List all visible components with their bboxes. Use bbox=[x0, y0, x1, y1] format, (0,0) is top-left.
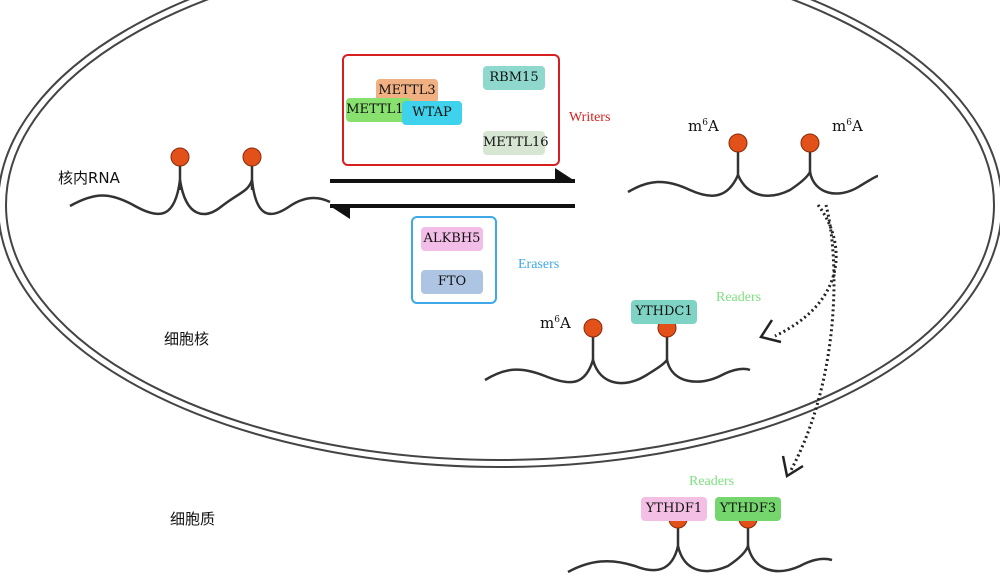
methylated-rna-dot-1 bbox=[728, 133, 748, 153]
wtap-tag: WTAP bbox=[402, 101, 462, 125]
methylated-rna-dot-2 bbox=[800, 133, 820, 153]
reader-arrow-cytoplasm bbox=[788, 204, 836, 473]
nuclear-rna-methyl-dot-1 bbox=[170, 147, 190, 167]
readers-label-cytoplasm: Readers bbox=[689, 474, 735, 489]
m6a-label-3-base: m bbox=[540, 314, 555, 332]
cell-membrane-inner bbox=[5, 0, 995, 461]
writers-label: Writers bbox=[569, 110, 611, 125]
rbm15-tag: RBM15 bbox=[483, 66, 545, 90]
alkbh5-tag: ALKBH5 bbox=[421, 227, 483, 251]
m6a-label-1: m6A bbox=[688, 117, 719, 135]
reader-arrowhead-cytoplasm bbox=[781, 455, 804, 479]
m6a-label-1-tail: A bbox=[707, 117, 719, 135]
erasers-box bbox=[411, 216, 497, 304]
methylated-rna-strand bbox=[627, 168, 879, 197]
m6a-label-2: m6A bbox=[832, 117, 863, 135]
nuclear-reader-rna-strand bbox=[484, 355, 751, 385]
nuclear-reader-rna-dot-1 bbox=[583, 318, 603, 338]
m6a-label-2-tail: A bbox=[851, 117, 863, 135]
mettl14-tag: METTL14 bbox=[346, 98, 412, 122]
ythdc1-tag: YTHDC1 bbox=[631, 300, 697, 324]
mettl16-tag: METTL16 bbox=[483, 131, 549, 155]
readers-label-nuclear: Readers bbox=[716, 290, 762, 305]
reader-arrow-nuclear bbox=[774, 204, 838, 338]
eraser-arrowhead bbox=[330, 206, 350, 219]
m6a-label-1-base: m bbox=[688, 117, 703, 135]
m6a-label-1-sup: 6 bbox=[702, 118, 708, 128]
m6a-label-3-sup: 6 bbox=[554, 315, 560, 325]
ythdf1-tag: YTHDF1 bbox=[641, 497, 707, 521]
erasers-label: Erasers bbox=[518, 257, 560, 272]
ythdf3-tag: YTHDF3 bbox=[715, 497, 781, 521]
m6a-label-2-sup: 6 bbox=[846, 118, 852, 128]
writers-box bbox=[342, 54, 560, 166]
m6a-label-2-base: m bbox=[832, 117, 847, 135]
cell-membrane-outer bbox=[0, 0, 1000, 468]
nucleus-label: 细胞核 bbox=[164, 330, 210, 348]
reader-arrowhead-nuclear bbox=[759, 319, 782, 344]
m6a-label-3-tail: A bbox=[559, 314, 571, 332]
nuclear-rna-strand bbox=[69, 179, 331, 216]
fto-tag: FTO bbox=[421, 270, 483, 294]
m6a-label-3: m6A bbox=[540, 314, 571, 332]
cytoplasm-rna-strand bbox=[567, 541, 833, 574]
nuclear-rna-methyl-dot-2 bbox=[242, 147, 262, 167]
nuclear-rna-label: 核内RNA bbox=[58, 169, 120, 187]
writer-arrowhead bbox=[555, 168, 575, 181]
cytoplasm-label: 细胞质 bbox=[170, 510, 216, 528]
